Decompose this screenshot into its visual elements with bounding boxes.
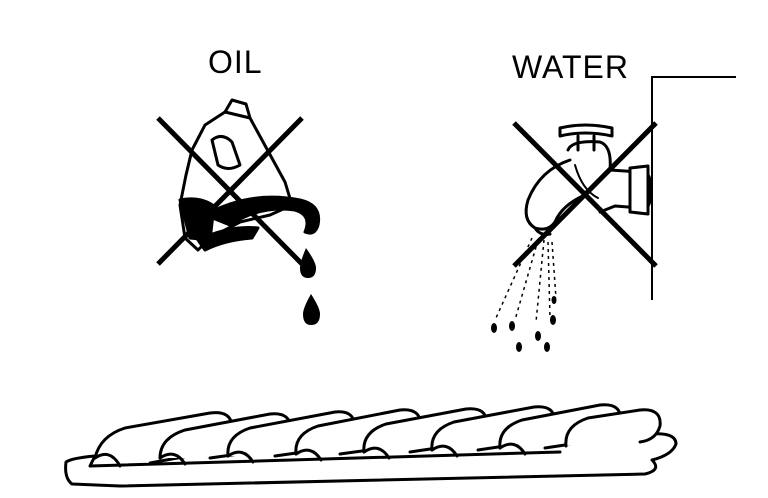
water-tap-icon — [524, 123, 652, 236]
grill-grate-icon — [64, 403, 678, 488]
oil-drop-icon — [300, 248, 320, 325]
water-drop-icon — [491, 296, 557, 352]
water-label: WATER — [512, 49, 629, 85]
oil-prohibited-cross-icon — [156, 116, 304, 266]
water-prohibited-cross-icon — [512, 121, 658, 268]
wall-line — [651, 76, 736, 300]
oil-label: OIL — [208, 44, 263, 80]
